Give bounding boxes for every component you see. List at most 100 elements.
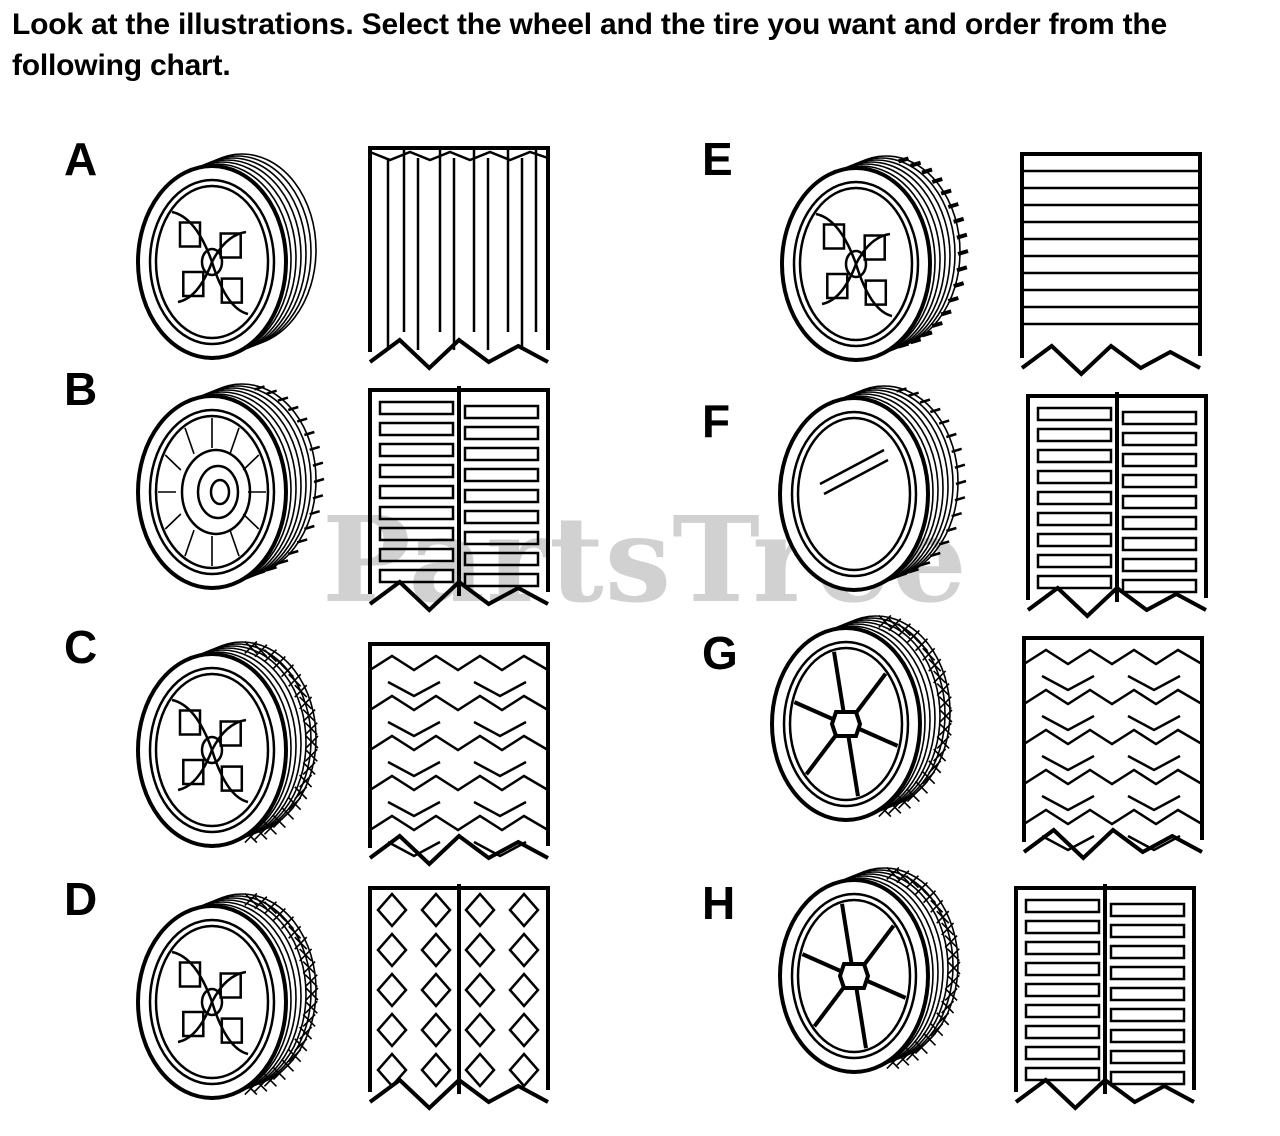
- tire-hatch: [938, 722, 952, 736]
- tire-hatch: [936, 735, 950, 750]
- tire-lug: [254, 570, 265, 576]
- tread-tear-edge: [1020, 343, 1201, 377]
- tire-lug: [957, 249, 969, 256]
- hub: [200, 247, 224, 277]
- tread-bar: [1036, 427, 1113, 443]
- spoke-window: [178, 709, 202, 736]
- spoke-window: [182, 270, 205, 298]
- chevron-line: [369, 654, 549, 672]
- tread-bar: [1109, 1028, 1186, 1044]
- tire-hatch: [914, 638, 929, 652]
- diamond-block: [376, 1052, 408, 1088]
- diamond-block: [420, 1012, 452, 1048]
- tire-hatch: [914, 1041, 928, 1055]
- spoke: [210, 970, 247, 1003]
- tire-lug: [921, 167, 933, 175]
- spoke-window: [220, 277, 244, 304]
- tread-bar: [378, 400, 455, 416]
- tread-bar: [1121, 578, 1198, 594]
- spoke: [856, 726, 899, 748]
- spoke: [832, 651, 846, 711]
- tire-lug: [312, 461, 324, 467]
- spoke: [171, 210, 214, 263]
- tire-lug: [954, 496, 966, 502]
- diamond-block: [376, 1012, 408, 1048]
- tire-hatch: [938, 696, 952, 710]
- tire-lug: [313, 477, 325, 484]
- chevron-line: [387, 840, 527, 858]
- tire-hatch: [302, 708, 316, 723]
- tire-lug: [931, 177, 943, 184]
- tread-bar: [1121, 515, 1198, 531]
- rim-edge: [792, 180, 920, 348]
- tire-lug: [908, 391, 919, 397]
- rim-edge: [782, 640, 910, 808]
- tire-hatch: [947, 961, 961, 975]
- tread-bar: [463, 446, 540, 462]
- spoke-window: [182, 758, 205, 786]
- tire-hatch: [922, 890, 937, 904]
- tread-pattern: [1014, 884, 1196, 1111]
- tire-lug: [287, 405, 299, 412]
- instructions-text: Look at the illustrations. Select the wh…: [12, 8, 1168, 82]
- spoke: [840, 903, 854, 963]
- spoke: [210, 749, 249, 804]
- tire-hatch: [304, 722, 318, 736]
- tire-hatch: [288, 925, 302, 939]
- tire-hatch: [302, 960, 316, 975]
- rim-edge: [148, 666, 276, 834]
- tire-lug: [951, 447, 963, 454]
- spoke: [171, 698, 214, 751]
- tire-hatch: [299, 774, 313, 788]
- spoke-window: [219, 972, 242, 999]
- chevron-line: [1041, 674, 1181, 692]
- tire-lug: [309, 509, 321, 516]
- spoke: [177, 749, 214, 792]
- hub: [209, 478, 231, 506]
- tread-bar: [1024, 1024, 1101, 1040]
- rim-ring: [196, 464, 240, 520]
- tread-pattern: [1022, 636, 1204, 861]
- diamond-block: [376, 932, 408, 968]
- spoke: [861, 924, 896, 968]
- tire-hatch: [944, 934, 958, 949]
- chevron-line: [369, 814, 549, 832]
- tire-hatch: [280, 664, 295, 678]
- diamond-block: [376, 892, 408, 928]
- tire-hatch: [280, 916, 295, 930]
- chevron-line: [369, 734, 549, 752]
- tread-bar: [378, 526, 455, 542]
- tire-lug: [287, 549, 299, 556]
- spoke-window: [220, 765, 244, 792]
- tread-bar: [1024, 961, 1101, 977]
- tire-hatch: [905, 1047, 920, 1061]
- tread-bar: [1109, 902, 1186, 918]
- tire-lug: [908, 568, 919, 574]
- tire-hatch: [299, 948, 313, 962]
- tire-hatch: [896, 1052, 910, 1066]
- option-letter: B: [64, 363, 98, 415]
- tread-bar: [463, 425, 540, 441]
- spoke-window: [220, 1017, 244, 1044]
- tire-hatch: [941, 922, 955, 936]
- rim-segment: [242, 513, 260, 530]
- tire-hatch: [244, 829, 258, 844]
- tire-hatch: [294, 786, 308, 800]
- diamond-block: [508, 932, 540, 968]
- wheel-illustration: [136, 153, 317, 360]
- tire-hatch: [886, 1055, 900, 1070]
- tire-hatch: [946, 948, 960, 962]
- tread-bar: [1036, 406, 1113, 422]
- chevron-line: [1023, 728, 1203, 746]
- wheel-illustration: [136, 640, 319, 848]
- spoke: [177, 1001, 214, 1044]
- tire-lug: [938, 419, 950, 425]
- tire-hatch: [288, 1049, 302, 1063]
- tire-lug: [277, 559, 289, 565]
- tire-lug: [309, 445, 321, 452]
- tread-bar: [463, 509, 540, 525]
- tread-pattern: [368, 884, 550, 1111]
- tire-hatch: [294, 936, 308, 950]
- tread-bar: [1109, 1049, 1186, 1065]
- rim-segment: [184, 427, 195, 455]
